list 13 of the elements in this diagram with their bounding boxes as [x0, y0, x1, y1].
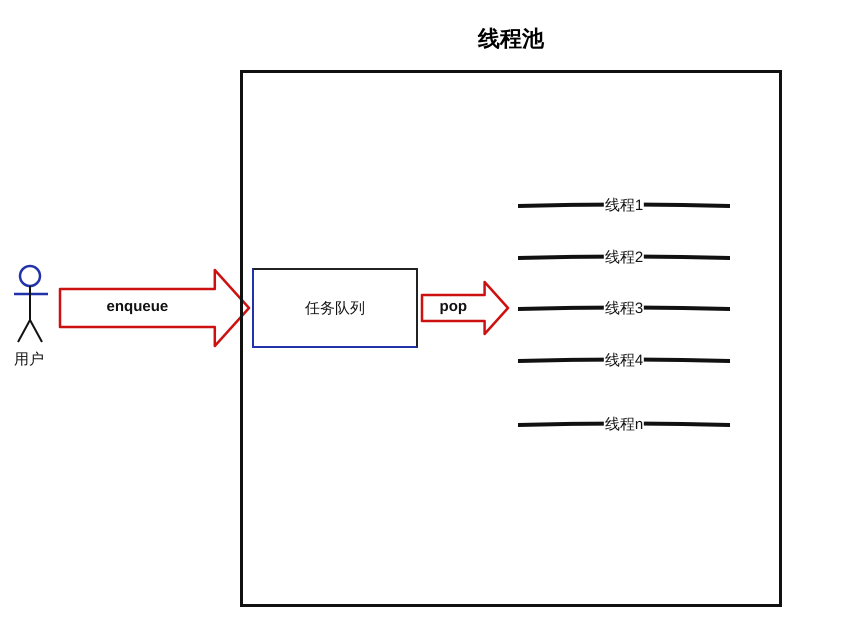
- person-label: 用户: [14, 350, 44, 369]
- thread-label: 线程n: [604, 415, 644, 434]
- thread-label: 线程1: [604, 196, 644, 215]
- queue-label: 任务队列: [305, 298, 365, 318]
- container-title: 线程池: [476, 25, 546, 53]
- edge-label: enqueue: [106, 298, 168, 315]
- block-arrow: [420, 280, 510, 336]
- block-arrow: [58, 268, 250, 348]
- edge-label: pop: [440, 298, 468, 315]
- thread-label: 线程2: [604, 248, 644, 267]
- thread-label: 线程4: [604, 351, 644, 370]
- queue-box: [252, 268, 418, 348]
- thread-label: 线程3: [604, 299, 644, 318]
